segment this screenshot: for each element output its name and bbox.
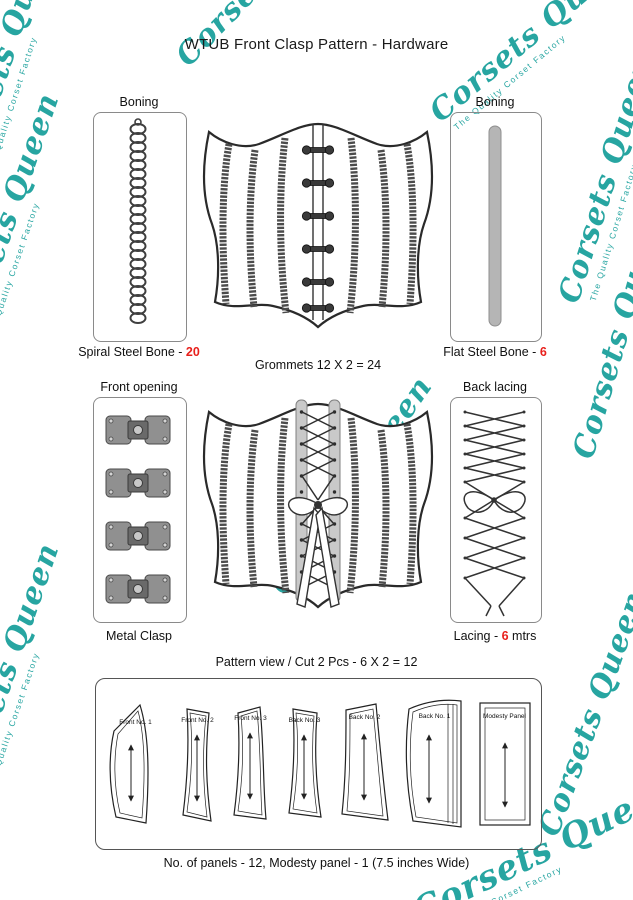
- page-title: WTUB Front Clasp Pattern - Hardware: [184, 36, 449, 53]
- flat-bone-caption-text: Flat Steel Bone -: [443, 345, 540, 359]
- pattern-piece-label: Front No. 2: [181, 717, 214, 724]
- pattern-piece: Modesty Panel: [476, 695, 534, 833]
- pattern-piece-label: Back No. 1: [418, 713, 451, 720]
- spiral-bone-count: 20: [185, 345, 200, 359]
- pattern-piece-shape: [340, 703, 389, 821]
- front-opening-label: Front opening: [100, 380, 178, 394]
- lacing-caption: Lacing - 6 mtrs: [375, 629, 615, 643]
- back-lacing-illustration: [463, 410, 526, 617]
- pattern-piece-shape: [181, 708, 212, 822]
- flat-bone-count: 6: [539, 345, 547, 359]
- metal-clasp-illustration: [105, 415, 171, 604]
- spiral-bone-caption-text: Spiral Steel Bone -: [78, 345, 186, 359]
- flat-bone-box: [450, 112, 542, 342]
- pattern-piece-shape: [109, 703, 149, 824]
- lacing-length: 6: [501, 629, 509, 643]
- pattern-piece: Back No. 3: [281, 699, 329, 829]
- back-lacing-label: Back lacing: [463, 380, 527, 394]
- pattern-piece-shape: [287, 708, 322, 818]
- pattern-piece-shape: [232, 706, 267, 820]
- pattern-piece-shape: [405, 699, 462, 828]
- flat-steel-bone-illustration: [488, 125, 502, 327]
- pattern-piece: Back No. 1: [401, 693, 469, 835]
- spiral-steel-bone-illustration: [129, 118, 147, 324]
- corset-front-illustration: [202, 122, 434, 329]
- pattern-piece: Back No. 2: [336, 696, 394, 832]
- pattern-piece: Front No. 2: [175, 697, 221, 831]
- pattern-piece-label: Front No. 1: [119, 719, 152, 726]
- spiral-bone-caption: Spiral Steel Bone - 20: [19, 345, 259, 359]
- lacing-caption-text: Lacing -: [453, 629, 502, 643]
- pattern-piece: Front No. 3: [228, 697, 274, 831]
- pattern-piece-label: Back No. 3: [288, 717, 321, 724]
- spiral-bone-box: [93, 112, 187, 342]
- corset-back-illustration: [202, 399, 434, 609]
- lacing-caption-suffix: mtrs: [508, 629, 537, 643]
- back-lacing-box: [450, 397, 542, 623]
- boning-right-label: Boning: [475, 95, 515, 109]
- pattern-piece-label: Modesty Panel: [483, 713, 526, 720]
- pattern-view-title: Pattern view / Cut 2 Pcs - 6 X 2 = 12: [215, 655, 418, 669]
- grommets-caption: Grommets 12 X 2 = 24: [254, 358, 382, 372]
- pattern-piece-label: Back No. 2: [348, 714, 381, 721]
- panels-summary-caption: No. of panels - 12, Modesty panel - 1 (7…: [163, 856, 470, 870]
- metal-clasp-caption: Metal Clasp: [106, 629, 172, 643]
- flat-bone-caption: Flat Steel Bone - 6: [375, 345, 615, 359]
- pattern-piece-label: Front No. 3: [234, 715, 267, 722]
- pattern-piece-shape: [478, 702, 531, 826]
- boning-left-label: Boning: [119, 95, 159, 109]
- pattern-piece: Front No. 1: [104, 697, 168, 831]
- metal-clasp-box: [93, 397, 187, 623]
- pattern-pieces-box: Front No. 1 Front No. 2 Front No. 3: [95, 678, 542, 850]
